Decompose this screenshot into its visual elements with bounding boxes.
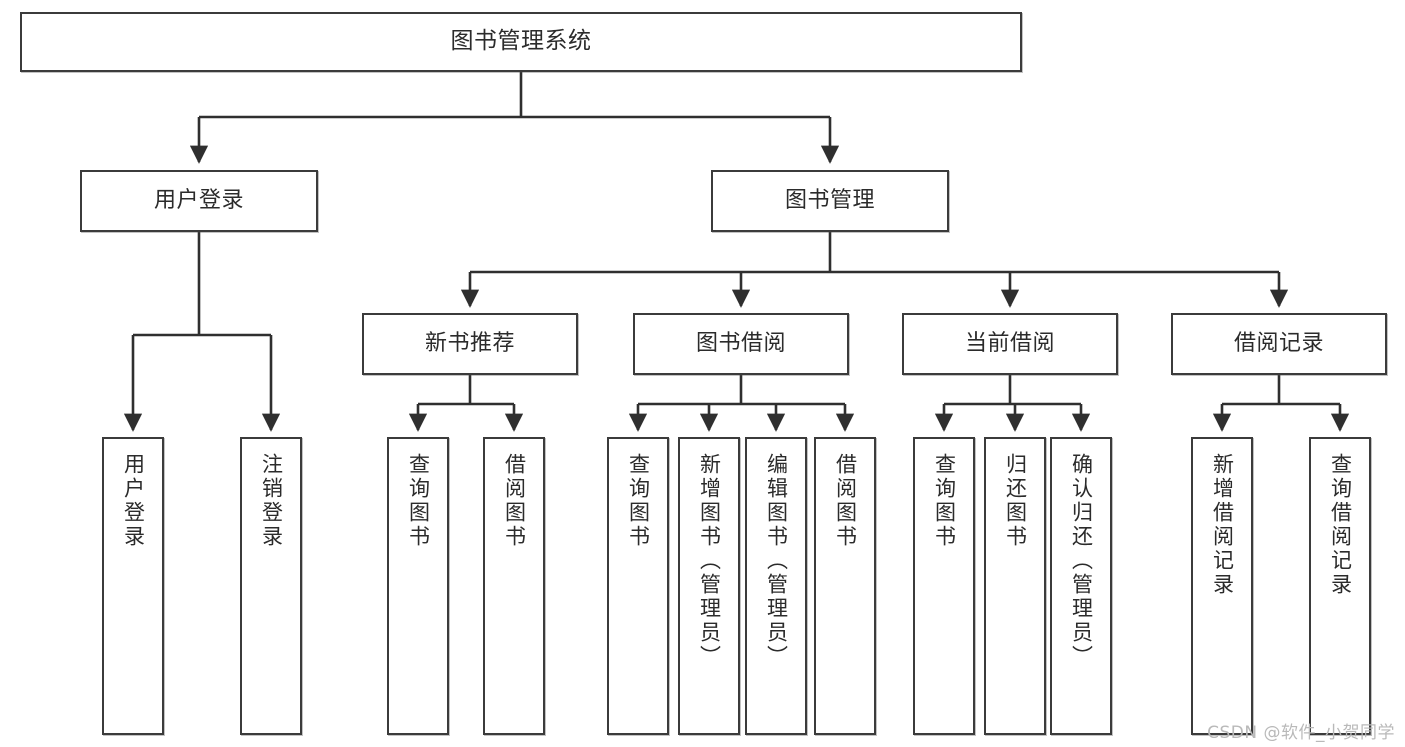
csdn-watermark: CSDN @软件_小贺同学 [1207, 723, 1395, 743]
leaf-borrow-book[interactable]: 借阅图书 [814, 437, 876, 735]
node-label: 查询图书 [406, 453, 431, 549]
leaf-add-book-admin[interactable]: 新增图书（管理员） [678, 437, 740, 735]
node-label: 当前借阅 [964, 331, 1055, 357]
node-label: 查询图书 [626, 453, 651, 549]
node-label: 新书推荐 [424, 331, 515, 357]
node-book-management[interactable]: 图书管理 [711, 170, 949, 232]
node-label: 借阅记录 [1233, 331, 1324, 357]
node-label: 查询图书 [932, 453, 957, 549]
leaf-logout[interactable]: 注销登录 [240, 437, 302, 735]
leaf-add-borrow-record[interactable]: 新增借阅记录 [1191, 437, 1253, 735]
node-current-borrow[interactable]: 当前借阅 [902, 313, 1118, 375]
leaf-edit-book-admin[interactable]: 编辑图书（管理员） [745, 437, 807, 735]
node-label: 新增借阅记录 [1210, 453, 1235, 597]
node-user-login[interactable]: 用户登录 [80, 170, 318, 232]
node-label: 查询借阅记录 [1328, 453, 1353, 597]
node-label: 编辑图书（管理员） [764, 453, 789, 669]
node-label: 借阅图书 [502, 453, 527, 549]
node-label: 用户登录 [121, 453, 146, 549]
node-label: 图书管理 [784, 188, 875, 214]
node-new-book-recommendation[interactable]: 新书推荐 [362, 313, 578, 375]
leaf-query-borrow-record[interactable]: 查询借阅记录 [1309, 437, 1371, 735]
leaf-query-books-recommend[interactable]: 查询图书 [387, 437, 449, 735]
node-label: 归还图书 [1003, 453, 1028, 549]
leaf-borrow-books-recommend[interactable]: 借阅图书 [483, 437, 545, 735]
node-label: 注销登录 [259, 453, 284, 549]
leaf-query-books-borrow[interactable]: 查询图书 [607, 437, 669, 735]
node-root-system[interactable]: 图书管理系统 [20, 12, 1022, 72]
leaf-return-book[interactable]: 归还图书 [984, 437, 1046, 735]
node-label: 用户登录 [153, 188, 244, 214]
node-label: 新增图书（管理员） [697, 453, 722, 669]
node-borrow-records[interactable]: 借阅记录 [1171, 313, 1387, 375]
leaf-query-books-current[interactable]: 查询图书 [913, 437, 975, 735]
node-book-borrow[interactable]: 图书借阅 [633, 313, 849, 375]
leaf-confirm-return-admin[interactable]: 确认归还（管理员） [1050, 437, 1112, 735]
node-label: 图书管理系统 [450, 28, 592, 55]
node-label: 确认归还（管理员） [1069, 453, 1094, 669]
node-label: 借阅图书 [833, 453, 858, 549]
leaf-user-login[interactable]: 用户登录 [102, 437, 164, 735]
node-label: 图书借阅 [695, 331, 786, 357]
